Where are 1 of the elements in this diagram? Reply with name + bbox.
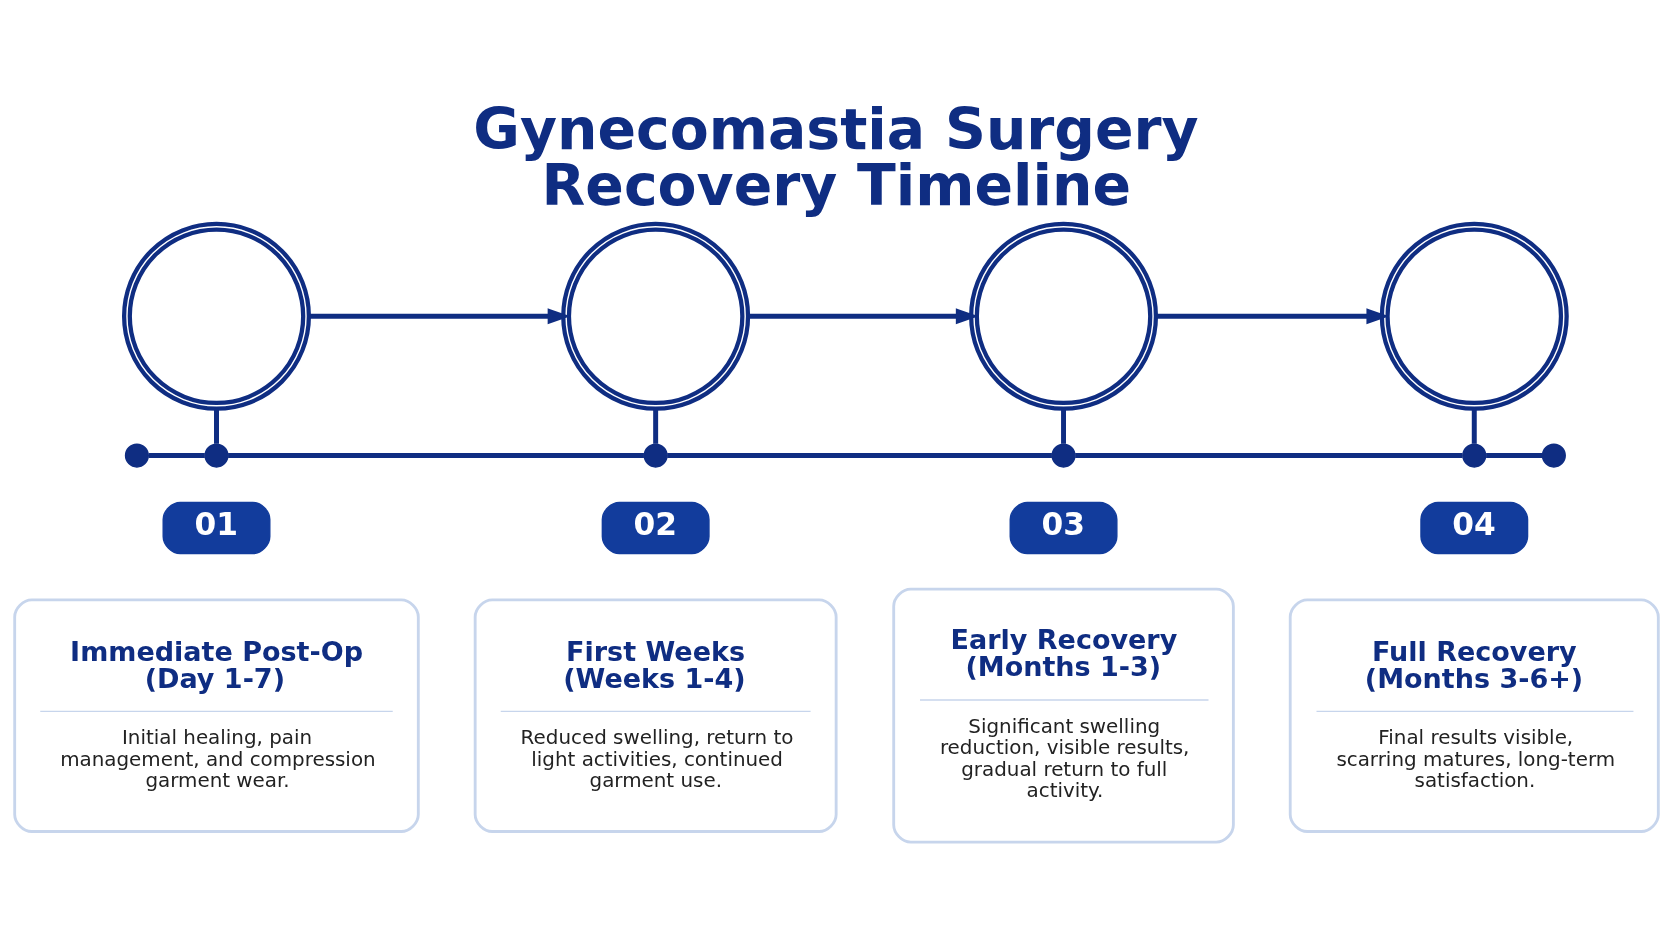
diagram-title: Gynecomastia Surgery Recovery Timeline [472, 95, 1199, 219]
